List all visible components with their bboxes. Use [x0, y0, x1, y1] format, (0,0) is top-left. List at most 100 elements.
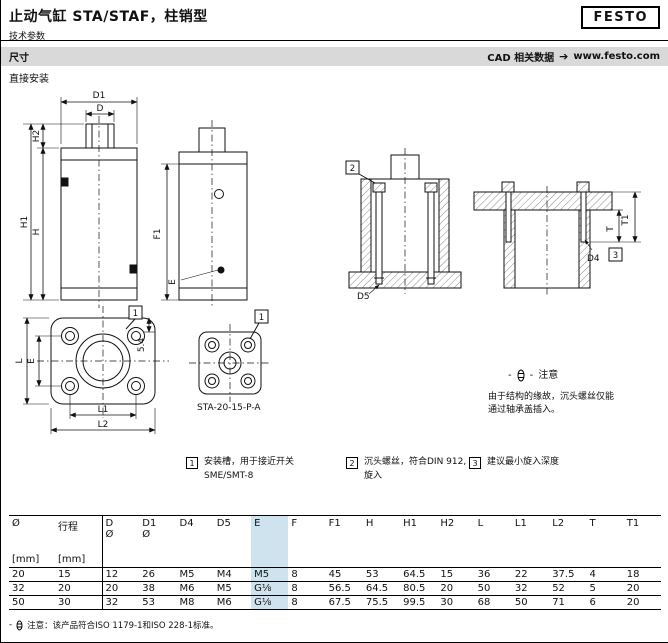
technical-drawings: D1 D H1 H H2 F1 E: [15, 91, 641, 434]
dim-label-d4: D4: [587, 254, 600, 264]
callout-1: 1 安装槽，用于接近开关 SME/SMT-8: [186, 456, 294, 483]
col-header-h2: H2: [437, 515, 475, 568]
dim-label-e-face: E: [27, 358, 37, 364]
cell: 30: [437, 595, 475, 610]
callout-1-text: 安装槽，用于接近开关 SME/SMT-8: [204, 456, 294, 483]
drawing-canvas: D1 D H1 H H2 F1 E: [1, 82, 668, 454]
cell: 99.5: [400, 595, 438, 610]
cell: 50: [511, 595, 550, 610]
dim-label-l: L: [15, 358, 25, 363]
cell: 30: [55, 595, 103, 610]
cell: 32: [511, 581, 550, 596]
cell: 20: [437, 581, 475, 596]
cell: M6: [213, 595, 252, 610]
cell: 53: [139, 595, 177, 610]
col-header-l2: L2: [549, 515, 587, 568]
festo-website-link[interactable]: www.festo.com: [573, 51, 660, 62]
callout-2-line1: 沉头螺丝，符合DIN 912,: [364, 457, 467, 467]
cell: M8: [176, 595, 214, 610]
cell: 53: [362, 567, 401, 582]
cell: 71: [549, 595, 587, 610]
col-header-diameter: Ø[mm]: [9, 515, 55, 568]
col-header-t: T: [586, 515, 624, 568]
notice-head: - - 注意: [508, 368, 663, 384]
cell: 68: [474, 595, 512, 610]
balloon-3: 3: [613, 251, 618, 261]
cell: 20: [102, 581, 140, 596]
festo-logo: FESTO: [581, 6, 660, 29]
callout-3-number: 3: [469, 457, 481, 469]
dim-label-h: H: [32, 229, 42, 236]
cell: 8: [288, 567, 326, 582]
side-view-drawing: [161, 120, 248, 308]
table-row: 32 20 20 38 M6 M5 G⅛ 8 56.5 64.5 80.5 20…: [9, 581, 661, 596]
front-view-drawing: [23, 97, 138, 308]
cell: M5: [213, 581, 252, 596]
col-header-d5: D5: [213, 515, 252, 568]
cell: 4: [586, 567, 624, 582]
cell: 64.5: [362, 581, 401, 596]
dim-label-e-port: E: [168, 279, 178, 285]
cell: 8: [288, 595, 326, 610]
cell: 32: [102, 595, 140, 610]
footnote-dash: -: [9, 620, 13, 630]
cell: 26: [139, 567, 177, 582]
page-title: 止动气缸 STA/STAF，柱销型: [9, 9, 208, 25]
footnote-text: 注意：该产品符合ISO 1179-1和ISO 228-1标准。: [27, 621, 219, 631]
cell: M6: [176, 581, 214, 596]
dim-label-l2: L2: [98, 420, 109, 430]
col-header-h: H: [362, 515, 401, 568]
notice-block: - - 注意 由于结构的缘故，沉头螺丝仅能 通过轴承盖插入。: [488, 368, 663, 418]
dim-label-h2: H2: [32, 130, 42, 143]
cell: 52: [549, 581, 587, 596]
balloon-2: 2: [350, 164, 355, 174]
callout-3: 3 建议最小旋入深度: [469, 456, 559, 470]
cell: 37.5: [549, 567, 587, 582]
col-header-h1: H1: [400, 515, 438, 568]
col-header-l1: L1: [511, 515, 550, 568]
callout-row: 1 安装槽，用于接近开关 SME/SMT-8 2 沉头螺丝，符合DIN 912,…: [1, 456, 668, 494]
cell: 67.5: [325, 595, 363, 610]
col-header-e: E: [251, 515, 289, 568]
dim-label-d1: D1: [93, 91, 106, 101]
dim-label-l1: L1: [98, 405, 109, 415]
callout-1-line1: 安装槽，用于接近开关: [204, 457, 295, 467]
dim-label-d: D: [97, 104, 104, 114]
cell: 18: [623, 567, 661, 582]
cell: 38: [139, 581, 177, 596]
cell: 75.5: [362, 595, 401, 610]
arrow-icon: ➔: [559, 50, 569, 63]
callout-2-line2: 旋入: [364, 470, 383, 481]
cell: G⅛: [251, 595, 289, 610]
cell: 36: [474, 567, 512, 582]
cell: 80.5: [400, 581, 438, 596]
dim-label-h1: H1: [20, 216, 30, 229]
section-view-screws: [345, 148, 462, 295]
cell: 56.5: [325, 581, 363, 596]
face-view-large: [23, 305, 169, 434]
col-header-stroke: 行程[mm]: [55, 515, 103, 568]
band-left-label: 尺寸: [9, 53, 29, 64]
cell: 64.5: [400, 567, 438, 582]
cell: 20: [623, 581, 661, 596]
callout-3-line1: 建议最小旋入深度: [487, 457, 560, 467]
callout-1-line2: SME/SMT-8: [204, 470, 254, 481]
face-view-small: [189, 309, 271, 402]
cell: 5: [586, 581, 624, 596]
page-header: 止动气缸 STA/STAF，柱销型 技术参数 FESTO: [1, 0, 668, 42]
notice-line-1: 由于结构的缘故，沉头螺丝仅能: [488, 391, 615, 402]
col-header-t1: T1: [623, 515, 661, 568]
callout-1-number: 1: [186, 457, 198, 469]
balloon-1-face-small: 1: [259, 313, 264, 323]
balloon-1-face-large: 1: [133, 309, 138, 319]
dim-label-54: 5.4: [137, 338, 147, 353]
footnote: - 注意：该产品符合ISO 1179-1和ISO 228-1标准。: [9, 619, 218, 631]
cell: 20: [623, 595, 661, 610]
dimensions-band: 尺寸 CAD 相关数据 ➔ www.festo.com: [1, 47, 668, 66]
col-header-l: L: [474, 515, 512, 568]
